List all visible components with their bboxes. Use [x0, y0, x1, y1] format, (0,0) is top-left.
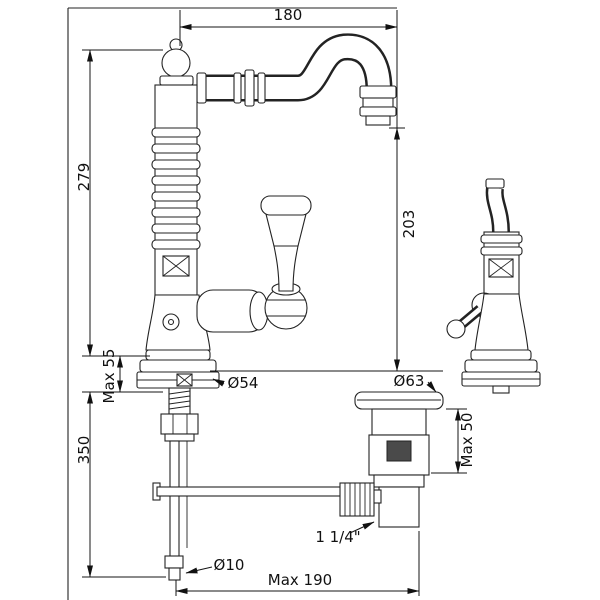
- dim-spout-height-label: 203: [400, 210, 418, 239]
- side-base-flange: [464, 359, 538, 373]
- dim-base-max-label: Max 55: [100, 349, 118, 404]
- column-ring: [151, 159, 201, 170]
- column-ring: [151, 223, 201, 234]
- column-ring: [151, 127, 201, 138]
- spout-outlet-mouth: [365, 115, 391, 126]
- drain-flange: [354, 391, 444, 410]
- spout-outlet-rib: [362, 97, 394, 108]
- column-ring: [151, 191, 201, 202]
- leader-base-dia: [212, 378, 225, 387]
- dim-drain-max-label: Max 50: [458, 413, 476, 468]
- dim-drain-dia-label: Ø63: [394, 372, 425, 390]
- dim-reach-max-label: Max 190: [268, 571, 332, 589]
- drain-assembly: [339, 391, 444, 528]
- pop-up-rod-horizontal: [156, 486, 351, 497]
- drain-window: [386, 440, 412, 462]
- dim-base-dia-label: Ø54: [228, 374, 259, 392]
- column-ring: [151, 207, 201, 218]
- drain-lower-ring: [373, 474, 425, 488]
- side-handle-knob: [446, 319, 466, 339]
- handle-lever: [260, 195, 312, 330]
- dim-top-width-label: 180: [274, 6, 303, 24]
- spout-outlet-rib: [359, 85, 397, 99]
- pipe-fitting: [164, 555, 184, 569]
- pipe-fitting-end: [168, 567, 181, 581]
- handle-cap: [260, 195, 312, 216]
- side-column-ring: [480, 246, 523, 256]
- leader-drain-thread: [349, 521, 375, 534]
- column-ring: [151, 175, 201, 186]
- drain-neck: [371, 408, 427, 436]
- base-ring: [145, 349, 211, 361]
- dimension-layer: 180 203 279 Max 55 350 Max 50 Max 190: [67, 6, 476, 600]
- spout-collar: [196, 72, 207, 104]
- mounting-nut: [160, 413, 199, 435]
- body-screw-center: [167, 318, 175, 326]
- dim-drain-thread-label: 1 1/4": [315, 528, 360, 546]
- faucet-front-view: [136, 33, 397, 581]
- spout-inner: [197, 35, 390, 99]
- finial-collar: [159, 75, 194, 86]
- column-ring: [151, 239, 201, 250]
- side-knurl-detail: [488, 258, 514, 278]
- spout-outlet-rib: [359, 106, 397, 117]
- leader-drain-dia: [426, 381, 437, 393]
- finial-ball: [161, 48, 191, 78]
- column-knurl-detail: [162, 255, 190, 277]
- dim-rod-dia-label: Ø10: [214, 556, 245, 574]
- side-spout-inner: [488, 187, 508, 233]
- washer: [164, 433, 195, 442]
- spout-molding: [257, 72, 266, 104]
- spout-molding: [233, 72, 242, 104]
- dim-left-height-label: 279: [75, 163, 93, 192]
- side-column-ring: [480, 234, 523, 244]
- side-spout-cap: [485, 178, 505, 189]
- handle-flare: [265, 213, 307, 247]
- spout-molding: [244, 69, 255, 107]
- faucet-side-view: [446, 178, 541, 394]
- dim-under-height-label: 350: [75, 436, 93, 465]
- base-knurl-detail: [176, 373, 193, 387]
- side-base-ring: [470, 349, 532, 361]
- drain-tailpiece: [378, 486, 420, 528]
- side-base-stub: [492, 385, 510, 394]
- side-body-bell: [474, 293, 529, 351]
- leader-rod-dia: [185, 566, 213, 574]
- base-flange: [139, 359, 217, 373]
- column-ring: [151, 143, 201, 154]
- knurled-nut: [339, 482, 375, 517]
